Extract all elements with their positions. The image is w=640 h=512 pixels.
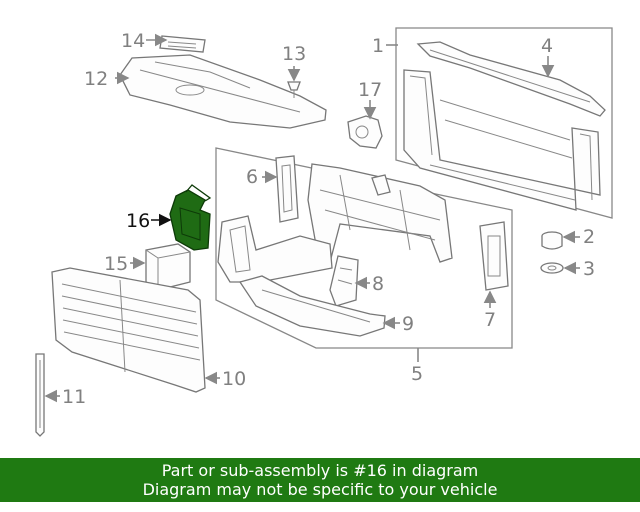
label-plate-14 bbox=[159, 35, 206, 53]
bracket-8 bbox=[329, 255, 359, 307]
callout-4: 4 bbox=[541, 35, 553, 57]
bracket-16-highlighted[interactable] bbox=[169, 184, 212, 251]
shutter-grille-10 bbox=[51, 267, 206, 393]
bracket-6 bbox=[275, 155, 299, 223]
bracket-7 bbox=[479, 221, 509, 291]
push-pin-13 bbox=[287, 81, 301, 98]
frame-group-1 bbox=[395, 27, 613, 219]
callout-11: 11 bbox=[62, 386, 86, 408]
callout-2: 2 bbox=[583, 226, 595, 248]
group-box-5 bbox=[215, 147, 513, 349]
strut-11 bbox=[35, 353, 45, 437]
sensor-17 bbox=[347, 115, 383, 149]
callout-16[interactable]: 16 bbox=[126, 210, 150, 232]
callout-14: 14 bbox=[121, 30, 145, 52]
lower-left-frame bbox=[217, 215, 333, 283]
callout-5: 5 bbox=[411, 363, 423, 385]
washer-3 bbox=[540, 262, 564, 274]
banner-line-2: Diagram may not be specific to your vehi… bbox=[142, 480, 498, 499]
lower-beam-9 bbox=[238, 275, 386, 337]
grommet-2 bbox=[541, 231, 563, 250]
callout-13: 13 bbox=[282, 43, 306, 65]
callout-10: 10 bbox=[222, 368, 246, 390]
callout-17: 17 bbox=[358, 79, 382, 101]
banner-line-1: Part or sub-assembly is #16 in diagram bbox=[161, 461, 479, 480]
module-15 bbox=[145, 243, 191, 291]
callout-6: 6 bbox=[246, 166, 258, 188]
callout-7: 7 bbox=[484, 309, 496, 331]
callout-15: 15 bbox=[104, 253, 128, 275]
leader-lines bbox=[44, 33, 580, 403]
callout-3: 3 bbox=[583, 258, 595, 280]
callout-1: 1 bbox=[372, 35, 384, 57]
callout-9: 9 bbox=[402, 313, 414, 335]
notice-banner: Part or sub-assembly is #16 in diagram D… bbox=[0, 458, 640, 502]
callout-12: 12 bbox=[84, 68, 108, 90]
callout-8: 8 bbox=[372, 273, 384, 295]
parts-diagram: 1 2 3 4 5 6 7 8 9 10 11 12 13 14 15 16 1… bbox=[35, 27, 613, 437]
upper-cover-12 bbox=[119, 54, 327, 129]
